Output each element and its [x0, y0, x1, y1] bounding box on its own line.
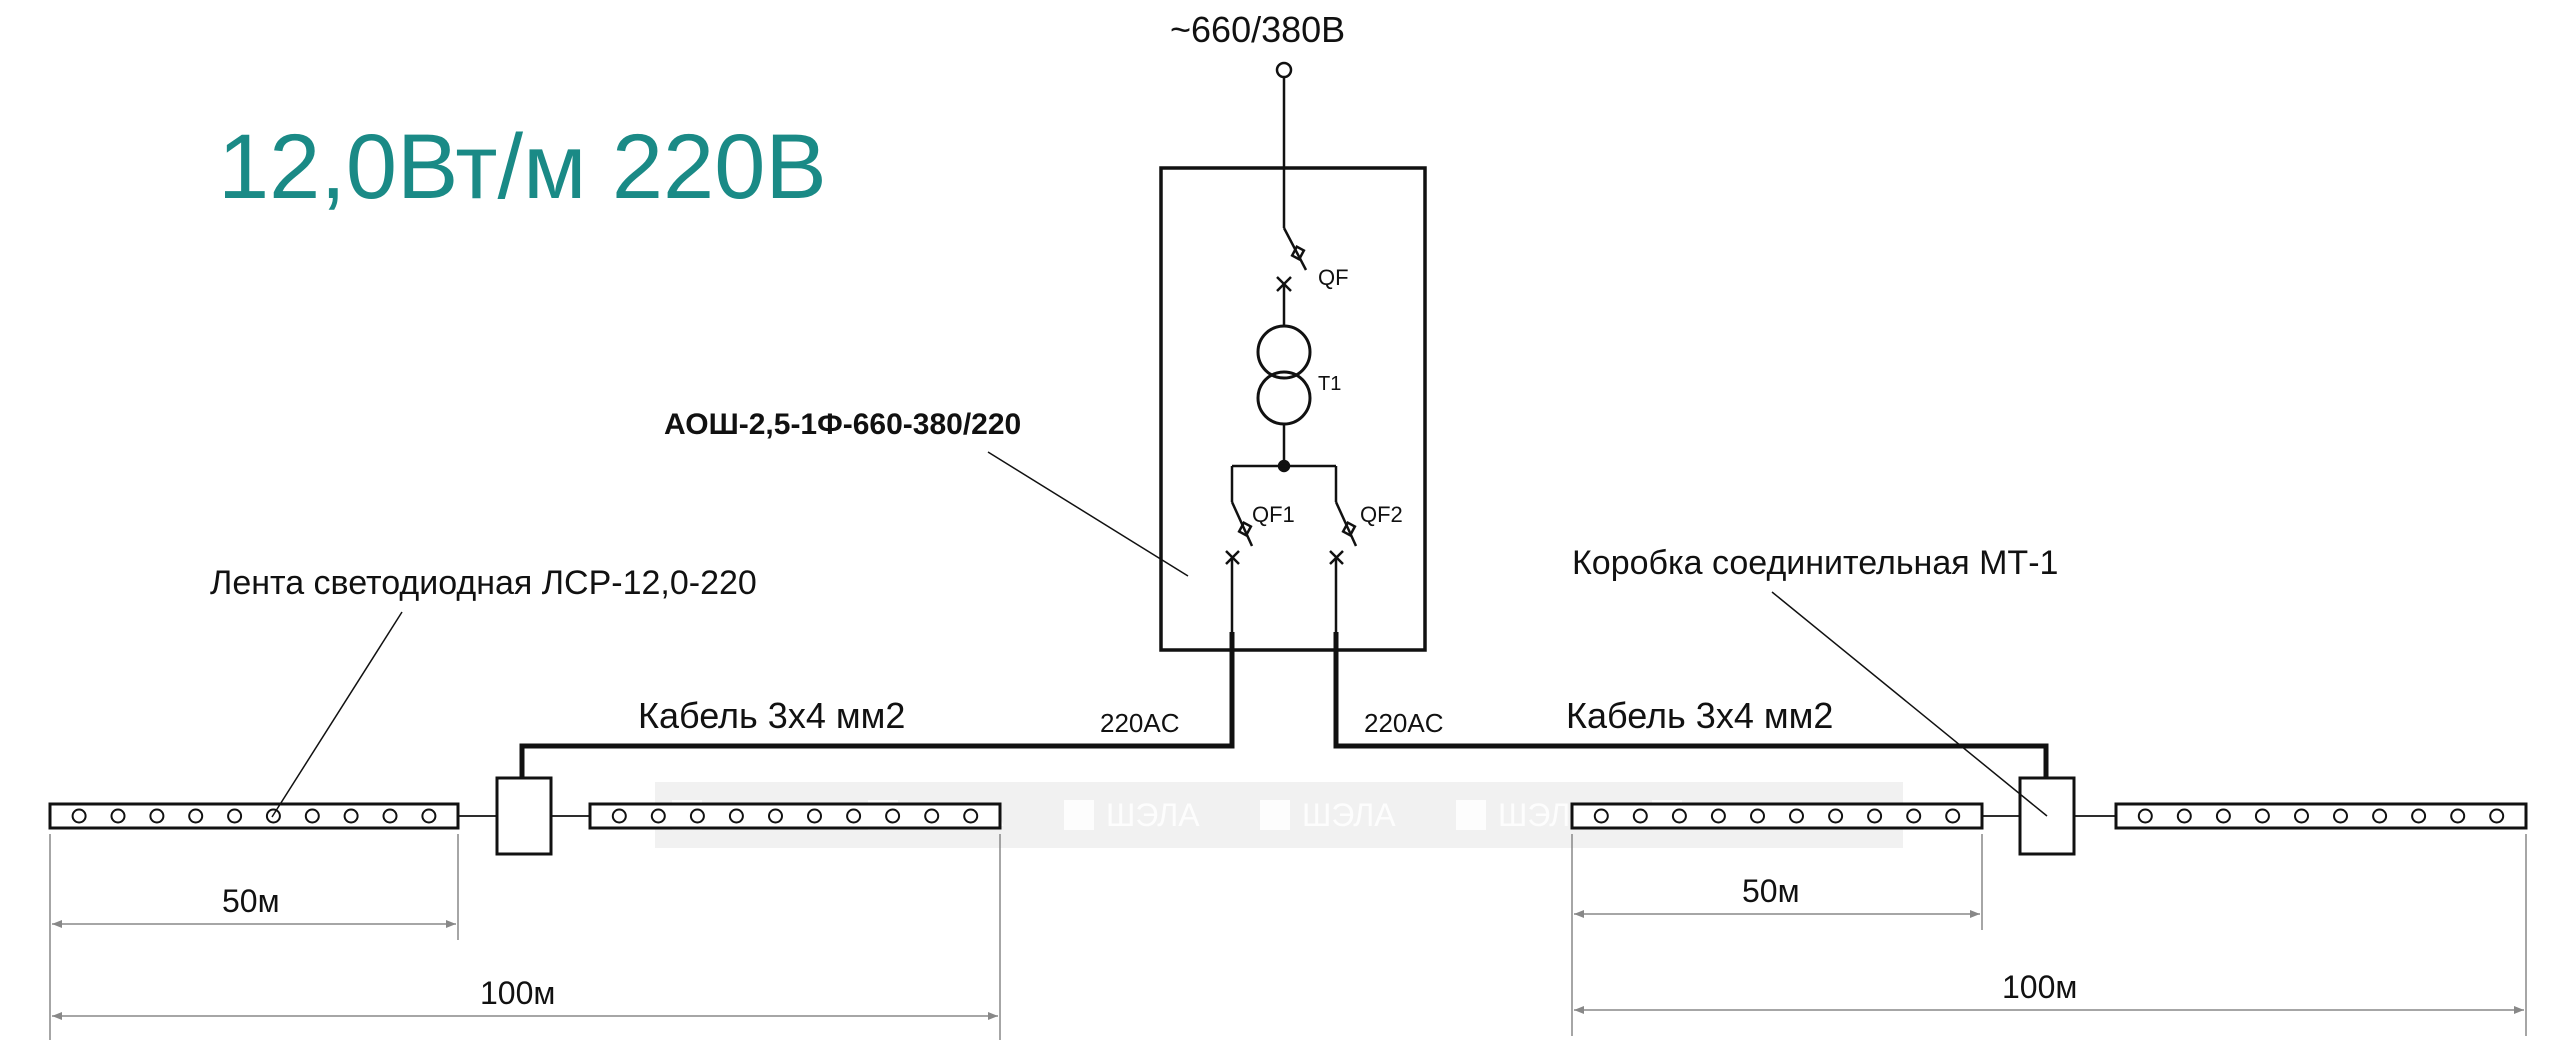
- led-dot: [768, 808, 783, 824]
- right-voltage-label: 220AC: [1364, 708, 1444, 738]
- led-dot: [1945, 808, 1961, 824]
- led-strip: [588, 802, 1002, 830]
- cabinet-box: [1159, 166, 1427, 652]
- led-dot: [1710, 808, 1726, 824]
- led-dot: [728, 808, 744, 824]
- led-dot: [611, 808, 627, 824]
- led-strip: [1570, 802, 1984, 830]
- sh-logo-icon: [1260, 800, 1290, 830]
- transformer-t1: [1256, 324, 1312, 466]
- led-dot: [265, 808, 281, 824]
- led-strip-body: [2114, 802, 2528, 830]
- watermark-text: ШЭЛА: [1302, 797, 1396, 833]
- cabinet-model-label: АОШ-2,5-1Ф-660-380/220: [664, 408, 1021, 441]
- left-voltage-label: 220AC: [1100, 708, 1180, 738]
- led-dot: [2176, 808, 2192, 824]
- led-dot: [846, 808, 862, 824]
- breaker-qf2-label: QF2: [1360, 502, 1403, 527]
- dim-right-short-label: 50м: [1742, 873, 1800, 909]
- led-dot: [1906, 808, 1922, 824]
- led-strip-body: [588, 802, 1002, 830]
- dim-right-long-label: 100м: [2002, 969, 2077, 1005]
- sh-logo-icon: [1456, 800, 1486, 830]
- led-dot: [1789, 808, 1804, 824]
- supply-terminal: [1275, 61, 1293, 79]
- breaker-qf1-label: QF1: [1252, 502, 1295, 527]
- diagram-title: 12,0Вт/м 220В: [218, 116, 827, 218]
- bus-split: [1230, 459, 1338, 502]
- sh-logo-icon: [1064, 800, 1094, 830]
- led-dot: [2372, 808, 2388, 824]
- led-dot: [2215, 808, 2231, 824]
- led-dot: [689, 808, 705, 824]
- led-strip: [2114, 802, 2528, 830]
- watermark-text: ШЭЛА: [1106, 797, 1200, 833]
- led-dot: [2137, 808, 2153, 824]
- led-dot: [110, 808, 126, 824]
- breaker-qf1: [1225, 501, 1254, 632]
- led-dot: [2294, 808, 2309, 824]
- junction-box-leader: [1771, 591, 2048, 817]
- supply-line: [1275, 61, 1293, 228]
- led-dot: [304, 808, 320, 824]
- led-dot: [2411, 808, 2427, 824]
- led-strip-label: Лента светодиодная ЛСР-12,0-220: [210, 564, 757, 602]
- led-dot: [885, 808, 901, 824]
- right-cable-label: Кабель 3х4 мм2: [1566, 695, 1833, 736]
- breaker-qf: [1276, 227, 1308, 326]
- led-dot: [1671, 808, 1687, 824]
- led-dot: [421, 808, 437, 824]
- led-dot: [188, 808, 204, 824]
- supply-voltage-label: ~660/380В: [1170, 9, 1345, 50]
- breaker-qf-label: QF: [1318, 265, 1349, 290]
- cables: [519, 632, 2049, 778]
- led-dot: [2489, 808, 2505, 824]
- led-dot: [963, 808, 979, 824]
- led-dot: [1632, 808, 1648, 824]
- led-dot: [343, 808, 359, 824]
- led-dot: [1750, 808, 1765, 824]
- led-dot: [1828, 808, 1844, 824]
- led-dot: [924, 808, 940, 824]
- led-dot: [2450, 808, 2466, 824]
- led-strip-body: [1570, 802, 1984, 830]
- led-dot: [227, 808, 243, 824]
- dimensions: [49, 834, 2527, 1040]
- led-dot: [807, 808, 822, 824]
- dim-left-short-label: 50м: [222, 883, 280, 919]
- dim-left-long-label: 100м: [480, 975, 555, 1011]
- led-dot: [2254, 808, 2270, 824]
- led-strip: [48, 802, 460, 830]
- led-dot: [650, 808, 666, 824]
- led-dot: [149, 808, 165, 824]
- led-strip-leader: [271, 611, 403, 818]
- cabinet-leader: [987, 451, 1189, 577]
- left-cable-label: Кабель 3х4 мм2: [638, 695, 905, 736]
- led-strip-body: [48, 802, 460, 830]
- junction-box-label: Коробка соединительная МТ-1: [1572, 544, 2058, 582]
- led-dot: [71, 808, 87, 824]
- junction-box-left: [495, 776, 553, 856]
- breaker-qf2: [1329, 501, 1358, 632]
- led-dot: [382, 808, 398, 824]
- led-dot: [2333, 808, 2348, 824]
- led-dot: [1593, 808, 1609, 824]
- transformer-label: T1: [1318, 373, 1341, 395]
- led-dot: [1867, 808, 1883, 824]
